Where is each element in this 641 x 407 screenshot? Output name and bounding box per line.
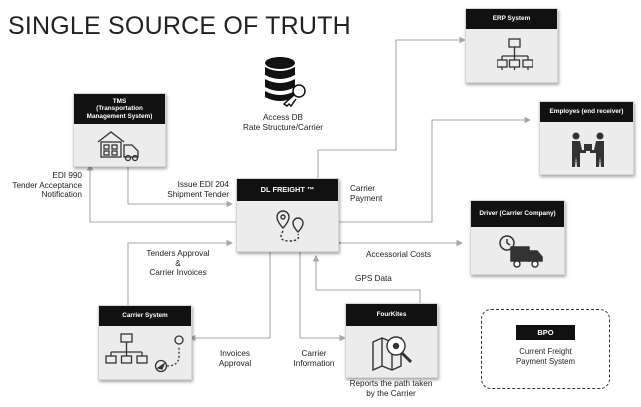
erp-system-card[interactable]: ERP System	[465, 8, 558, 83]
database-key-icon	[265, 57, 306, 107]
link-carrier-dl	[127, 239, 234, 305]
fourkites-card[interactable]: FourKites	[345, 303, 438, 378]
link-fourkites-dl	[312, 254, 421, 304]
delivery-truck-clock-icon	[499, 235, 543, 268]
package-handover-icon	[572, 132, 604, 167]
link-dl-fourkites	[299, 252, 347, 342]
tenders-approval-label: Tenders Approval&Carrier Invoices	[146, 249, 210, 278]
driver-card[interactable]: Driver (Carrier Company)	[470, 200, 565, 275]
fourkites-title: FourKites	[346, 304, 437, 326]
bpo-badge: BPO	[516, 325, 575, 340]
warehouse-truck-icon	[97, 131, 139, 162]
link-dl-employee	[337, 116, 532, 223]
link-dl-tms	[86, 163, 236, 223]
link-tms-dl	[127, 165, 234, 208]
employee-title: Employes (end receiver)	[540, 102, 633, 122]
dl-freight-title: DL FREIGHT ™	[237, 179, 338, 201]
gps-data-label: GPS Data	[355, 274, 392, 283]
erp-system-title: ERP System	[466, 9, 557, 29]
accessorial-costs-label: Accessorial Costs	[366, 250, 432, 259]
map-search-icon	[372, 336, 413, 372]
page-title: SINGLE SOURCE OF TRUTH	[8, 12, 351, 40]
network-computers-icon	[497, 38, 533, 70]
carrier-system-title: Carrier System	[99, 306, 191, 326]
computers-route-icon	[105, 333, 184, 373]
link-dl-carrier	[188, 252, 271, 342]
carrier-system-card[interactable]: Carrier System	[98, 305, 192, 380]
route-pins-icon	[276, 210, 304, 242]
employee-card[interactable]: Employes (end receiver)	[539, 101, 634, 175]
dl-freight-card[interactable]: DL FREIGHT ™	[236, 178, 339, 252]
link-dl-erp	[317, 36, 467, 180]
driver-title: Driver (Carrier Company)	[471, 201, 564, 227]
